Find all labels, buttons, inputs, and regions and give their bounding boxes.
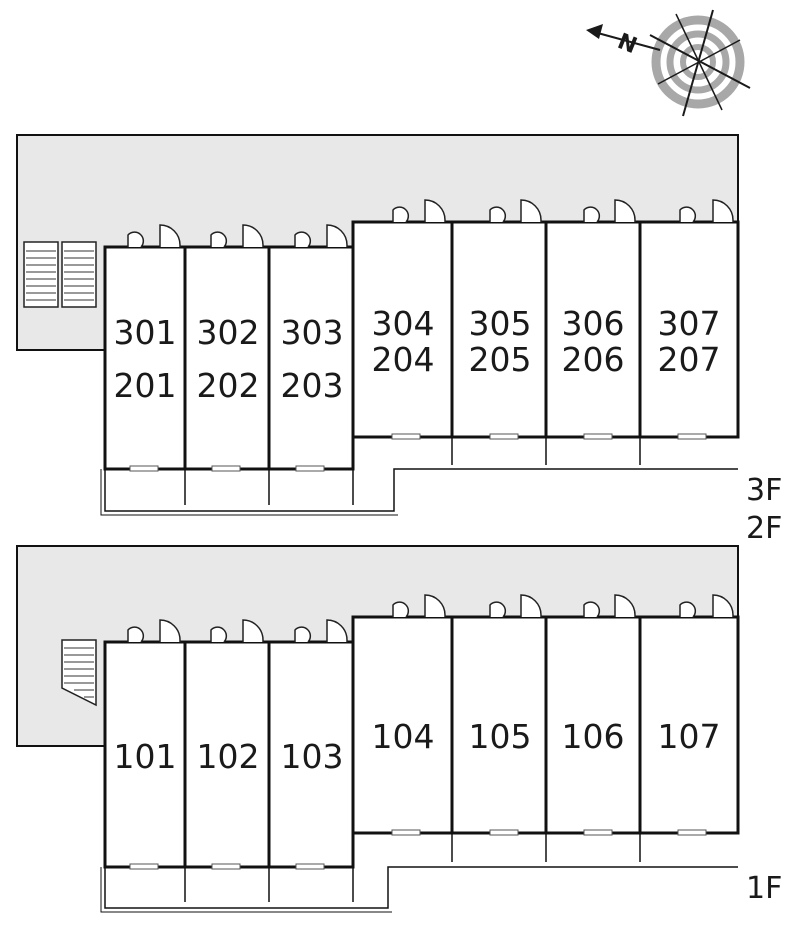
- unit-label-306: 306: [562, 304, 625, 343]
- unit-label-302: 302: [197, 313, 260, 352]
- unit-label-307: 307: [658, 304, 721, 343]
- unit-label-205: 205: [469, 340, 532, 379]
- unit-label-202: 202: [197, 366, 260, 405]
- floor-label-2f: 2F: [746, 511, 782, 546]
- unit-label-305: 305: [469, 304, 532, 343]
- unit-label-304: 304: [372, 304, 435, 343]
- floor-label-1f: 1F: [746, 871, 782, 906]
- door-icon: [127, 199, 734, 248]
- door-icon: [127, 594, 734, 643]
- window-icon: [129, 829, 707, 870]
- stairs-icon: [61, 639, 97, 707]
- upper-floor-plan: 301 201 302 202 303 203 304 204 305 205 …: [16, 134, 782, 546]
- unit-label-101: 101: [114, 737, 177, 776]
- stairs-icon: [23, 241, 97, 308]
- unit-label-105: 105: [469, 717, 532, 756]
- unit-label-207: 207: [658, 340, 721, 379]
- unit-label-301: 301: [114, 313, 177, 352]
- window-icon: [129, 433, 707, 472]
- compass-north-arrow-icon: N: [586, 9, 751, 117]
- unit-label-106: 106: [562, 717, 625, 756]
- unit-label-102: 102: [197, 737, 260, 776]
- compass-north-label: N: [614, 29, 640, 59]
- unit-label-104: 104: [372, 717, 435, 756]
- ground-floor-plan: 101 102 103 104 105 106 107 1F: [16, 545, 782, 913]
- unit-label-206: 206: [562, 340, 625, 379]
- unit-label-107: 107: [658, 717, 721, 756]
- unit-label-103: 103: [281, 737, 344, 776]
- unit-label-303: 303: [281, 313, 344, 352]
- unit-label-204: 204: [372, 340, 435, 379]
- unit-label-203: 203: [281, 366, 344, 405]
- floor-label-3f: 3F: [746, 473, 782, 508]
- unit-label-201: 201: [114, 366, 177, 405]
